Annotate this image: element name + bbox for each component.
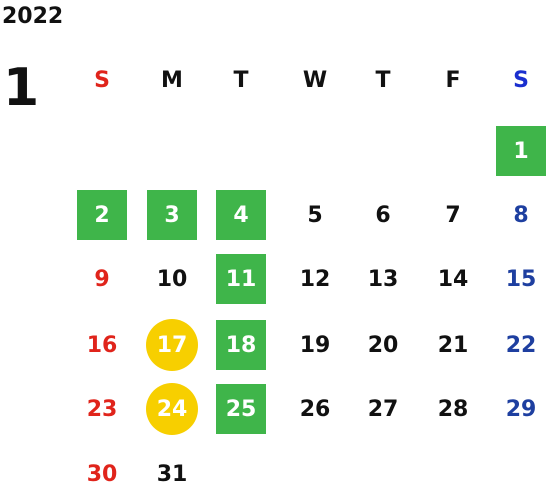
calendar-day[interactable]: 10	[156, 266, 188, 292]
calendar-day[interactable]: 25	[216, 384, 266, 434]
calendar-day[interactable]: 27	[367, 396, 399, 422]
calendar-day[interactable]: 3	[147, 190, 197, 240]
weekday-header: T	[233, 67, 249, 93]
calendar-day[interactable]: 11	[216, 254, 266, 304]
weekday-header: W	[302, 67, 328, 93]
weekday-header: F	[445, 67, 461, 93]
calendar-day[interactable]: 8	[513, 202, 529, 228]
calendar-day[interactable]: 23	[86, 396, 118, 422]
weekday-header: M	[161, 67, 183, 93]
calendar-day[interactable]: 9	[94, 266, 110, 292]
calendar-day[interactable]: 31	[156, 461, 188, 487]
calendar-day[interactable]: 24	[146, 383, 198, 435]
calendar-day[interactable]: 15	[505, 266, 537, 292]
calendar-day[interactable]: 12	[299, 266, 331, 292]
calendar-day[interactable]: 22	[505, 332, 537, 358]
calendar-day[interactable]: 16	[86, 332, 118, 358]
weekday-header: T	[375, 67, 391, 93]
year-label: 2022	[2, 4, 64, 29]
month-number: 1	[3, 58, 40, 118]
weekday-header: S	[513, 67, 529, 93]
calendar-day[interactable]: 5	[307, 202, 323, 228]
calendar-day[interactable]: 29	[505, 396, 537, 422]
calendar-day[interactable]: 21	[437, 332, 469, 358]
calendar-day[interactable]: 7	[445, 202, 461, 228]
calendar-day[interactable]: 17	[146, 319, 198, 371]
calendar-day[interactable]: 18	[216, 320, 266, 370]
calendar-day[interactable]: 4	[216, 190, 266, 240]
calendar-day[interactable]: 13	[367, 266, 399, 292]
weekday-header: S	[94, 67, 110, 93]
calendar-day[interactable]: 1	[496, 126, 546, 176]
calendar-day[interactable]: 30	[86, 461, 118, 487]
calendar-day[interactable]: 26	[299, 396, 331, 422]
calendar-day[interactable]: 14	[437, 266, 469, 292]
calendar-day[interactable]: 19	[299, 332, 331, 358]
calendar-day[interactable]: 2	[77, 190, 127, 240]
calendar-day[interactable]: 6	[375, 202, 391, 228]
calendar-day[interactable]: 28	[437, 396, 469, 422]
calendar-day[interactable]: 20	[367, 332, 399, 358]
